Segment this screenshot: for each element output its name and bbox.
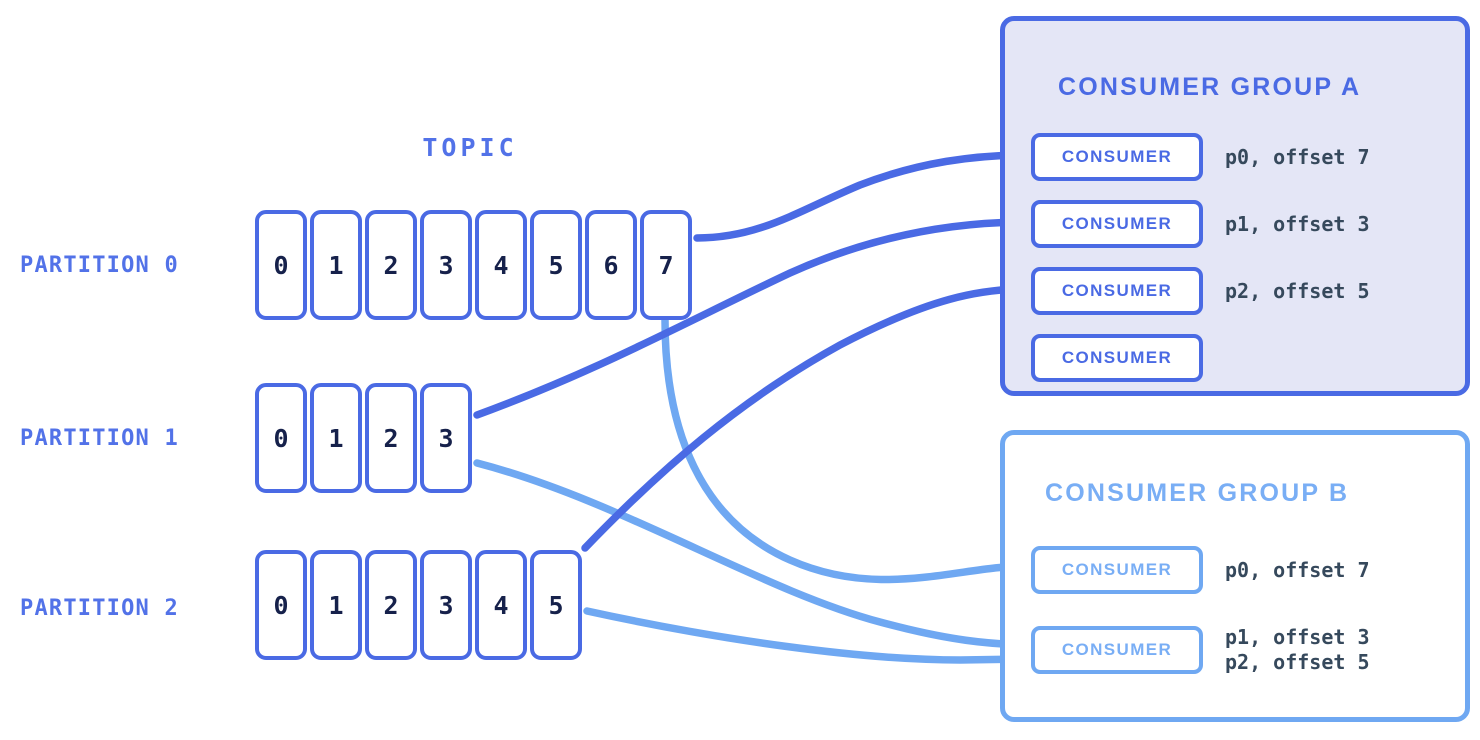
- group-a-consumer-row: CONSUMER p2, offset 5: [1031, 267, 1370, 315]
- partition-2-cell: 0: [255, 550, 307, 660]
- partition-2-row: 0 1 2 3 4 5: [255, 550, 582, 660]
- topic-title: TOPIC: [422, 133, 518, 162]
- partition-1-label: PARTITION 1: [20, 426, 179, 451]
- partition-2-cell: 3: [420, 550, 472, 660]
- wire-partition2-to-groupa-consumer3: [581, 269, 1049, 552]
- group-a-consumer-3-assignment: p2, offset 5: [1225, 278, 1370, 303]
- partition-0-cell: 6: [585, 210, 637, 320]
- partition-1-row: 0 1 2 3: [255, 383, 472, 493]
- partition-2-cell: 1: [310, 550, 362, 660]
- partition-0-cell: 1: [310, 210, 362, 320]
- consumer-group-b: CONSUMER GROUP B CONSUMER p0, offset 7 C…: [1000, 430, 1470, 722]
- group-a-consumer-1-assignment: p0, offset 7: [1225, 144, 1370, 169]
- partition-0-cell: 3: [420, 210, 472, 320]
- wire-partition0-to-groupa-consumer1: [693, 135, 1049, 242]
- group-a-consumer-row: CONSUMER p0, offset 7: [1031, 133, 1370, 181]
- group-a-consumer-row: CONSUMER: [1031, 334, 1225, 382]
- consumer-group-a-title: CONSUMER GROUP A: [1058, 73, 1362, 101]
- wire-partition2-to-groupb-consumer2: [583, 607, 1049, 679]
- partition-0-label: PARTITION 0: [20, 253, 179, 278]
- partition-2-cell: 2: [365, 550, 417, 660]
- wire-partition0-to-groupb-consumer1: [661, 316, 1049, 586]
- partition-2-label: PARTITION 2: [20, 596, 179, 621]
- group-a-consumer-4[interactable]: CONSUMER: [1031, 334, 1203, 382]
- group-b-consumer-1-assignment: p0, offset 7: [1225, 557, 1370, 582]
- partition-0-cell: 0: [255, 210, 307, 320]
- partition-1-cell: 0: [255, 383, 307, 493]
- group-b-consumer-2-assignment: p1, offset 3 p2, offset 5: [1225, 625, 1370, 674]
- partition-0-cell: 5: [530, 210, 582, 320]
- group-a-consumer-2[interactable]: CONSUMER: [1031, 200, 1203, 248]
- group-a-consumer-3[interactable]: CONSUMER: [1031, 267, 1203, 315]
- partition-1-cell: 1: [310, 383, 362, 493]
- partition-1-cell: 2: [365, 383, 417, 493]
- group-b-consumer-row: CONSUMER p0, offset 7: [1031, 546, 1370, 594]
- partition-2-cell: 4: [475, 550, 527, 660]
- partition-2-cell: 5: [530, 550, 582, 660]
- consumer-group-a: CONSUMER GROUP A CONSUMER p0, offset 7 C…: [1000, 16, 1470, 396]
- partition-0-cell: 2: [365, 210, 417, 320]
- group-b-consumer-row: CONSUMER p1, offset 3 p2, offset 5: [1031, 625, 1370, 675]
- partition-0-row: 0 1 2 3 4 5 6 7: [255, 210, 692, 320]
- group-a-consumer-2-assignment: p1, offset 3: [1225, 211, 1370, 236]
- partition-1-cell: 3: [420, 383, 472, 493]
- partition-0-cell: 4: [475, 210, 527, 320]
- group-b-consumer-2[interactable]: CONSUMER: [1031, 626, 1203, 674]
- group-a-consumer-1[interactable]: CONSUMER: [1031, 133, 1203, 181]
- consumer-group-b-title: CONSUMER GROUP B: [1045, 479, 1350, 507]
- partition-0-cell: 7: [640, 210, 692, 320]
- group-b-consumer-1[interactable]: CONSUMER: [1031, 546, 1203, 594]
- group-a-consumer-row: CONSUMER p1, offset 3: [1031, 200, 1370, 248]
